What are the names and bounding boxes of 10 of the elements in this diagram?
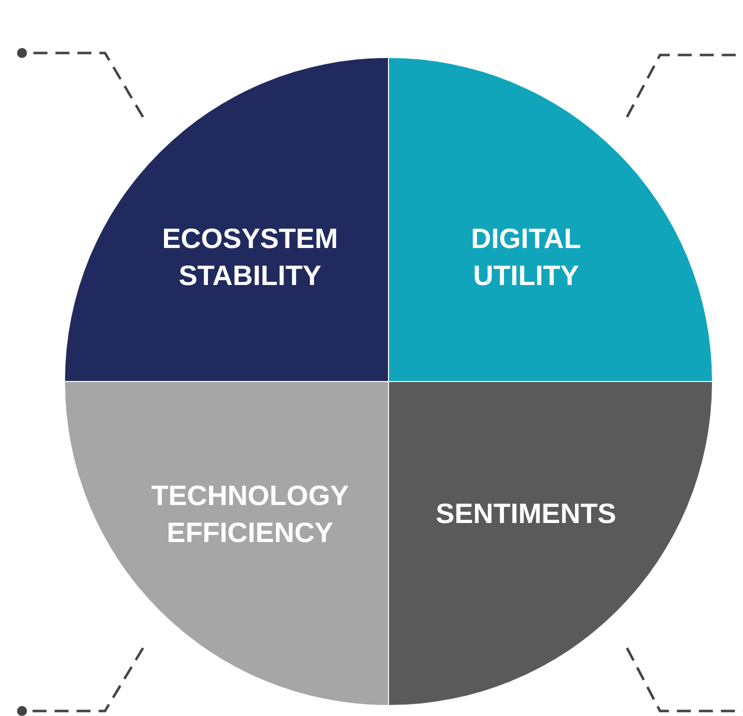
segment-label: DIGITAL UTILITY bbox=[470, 222, 582, 293]
leader-line bbox=[17, 48, 144, 118]
quadrant-segment bbox=[65, 58, 388, 381]
quadrant-segment bbox=[389, 382, 712, 705]
leader-line bbox=[17, 647, 144, 716]
segment-label: TECHNOLOGY EFFICIENCY bbox=[150, 479, 350, 550]
segment-label: SENTIMENTS bbox=[434, 497, 618, 531]
quadrant-segment bbox=[389, 58, 712, 381]
segment-label: ECOSYSTEM STABILITY bbox=[161, 222, 339, 293]
quadrant-segment bbox=[65, 382, 388, 705]
